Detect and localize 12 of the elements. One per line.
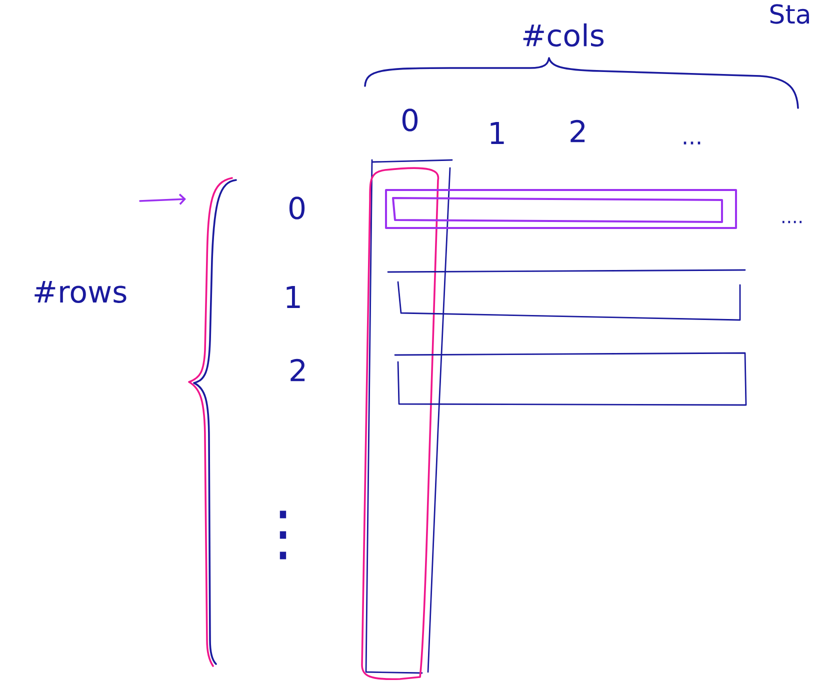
label: 1	[286, 286, 300, 308]
label: 2	[290, 358, 305, 382]
label: #rows	[34, 281, 126, 303]
label: ....	[782, 220, 802, 224]
label: 0	[402, 108, 418, 132]
label: #cols	[523, 23, 604, 47]
label: ⋮	[280, 510, 286, 560]
label: 0	[289, 196, 305, 220]
label: 2	[570, 120, 585, 142]
label: ...	[684, 142, 700, 144]
label: Sta	[770, 4, 809, 24]
label: 1	[490, 122, 504, 144]
